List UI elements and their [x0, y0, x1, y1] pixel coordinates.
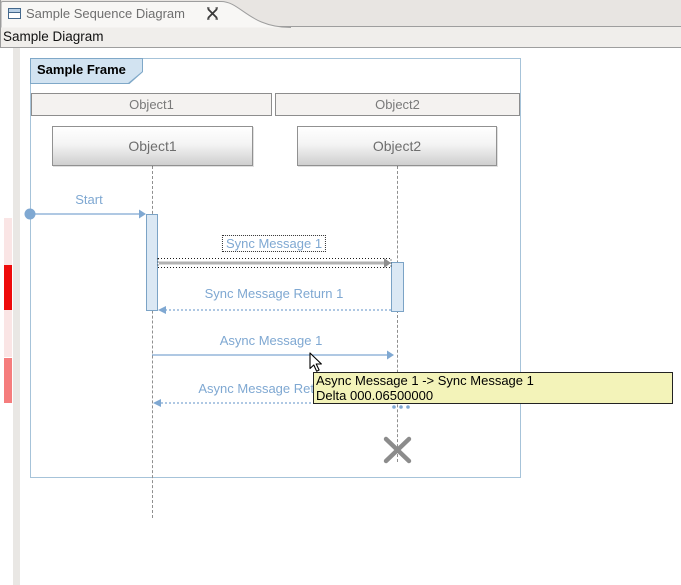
time-compression-marker[interactable] — [4, 265, 12, 310]
lifeline-object2[interactable] — [397, 166, 398, 462]
object-box-object1[interactable]: Object1 — [52, 126, 253, 166]
frame-label: Sample Frame — [30, 58, 143, 84]
sequence-frame — [30, 58, 521, 478]
lifeline-object1[interactable] — [152, 166, 153, 518]
view-tab-title[interactable]: Sample Sequence Diagram — [26, 6, 185, 21]
diagram-canvas: Sample Frame Object1 Object2 Object1 Obj… — [0, 48, 681, 585]
diagram-title-bar: Sample Diagram — [0, 27, 681, 48]
message-tooltip: Async Message 1 -> Sync Message 1 Delta … — [313, 372, 673, 404]
object-header-object1[interactable]: Object1 — [31, 93, 272, 116]
tooltip-line1: Async Message 1 -> Sync Message 1 — [316, 373, 534, 388]
message-label-async-return1[interactable]: Async Message Return 1 — [198, 381, 344, 396]
execution-occurrence-object2[interactable] — [391, 262, 404, 312]
mouse-cursor-icon — [309, 352, 322, 372]
canvas-left-gutter — [13, 48, 20, 585]
execution-occurrence-object1[interactable] — [146, 214, 158, 311]
message-label-sync1-selected[interactable]: Sync Message 1 — [221, 235, 327, 252]
diagram-title: Sample Diagram — [3, 29, 104, 44]
time-compression-marker[interactable] — [4, 358, 12, 403]
object-header-object2[interactable]: Object2 — [275, 93, 520, 116]
object-box-object2[interactable]: Object2 — [297, 126, 497, 166]
active-tab[interactable] — [0, 0, 292, 28]
tooltip-line2: Delta 000.06500000 — [316, 388, 434, 403]
message-label-start[interactable]: Start — [75, 192, 103, 207]
message-label-sync-return1[interactable]: Sync Message Return 1 — [204, 286, 344, 301]
sequence-diagram-view-icon — [8, 8, 21, 19]
message-label-async1[interactable]: Async Message 1 — [219, 333, 323, 348]
time-compression-marker[interactable] — [4, 218, 12, 265]
time-compression-marker[interactable] — [4, 310, 12, 357]
close-icon[interactable] — [206, 7, 219, 20]
